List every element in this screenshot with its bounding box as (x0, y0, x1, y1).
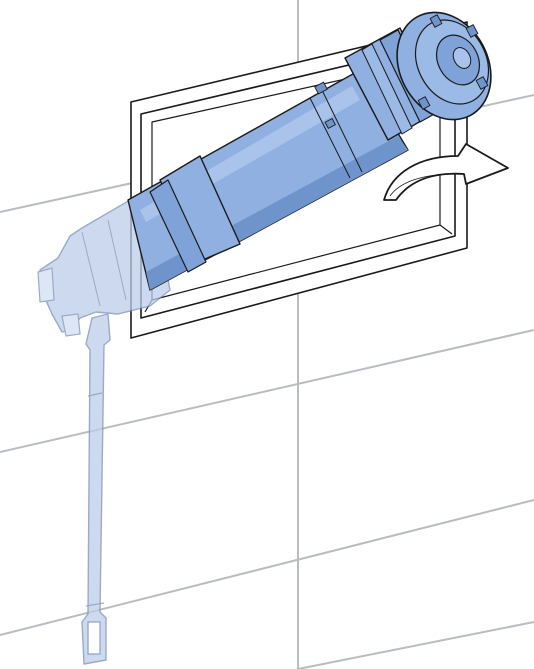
cartridge-ghost-ridge (107, 219, 127, 301)
tile-grout-line (0, 329, 534, 453)
rotation-arrow-shadow (389, 173, 447, 197)
tile-grout-line (0, 499, 534, 636)
filter-cartridge (127, 11, 492, 291)
cartridge-head-ring (361, 43, 413, 135)
pull-strap-band (85, 602, 105, 607)
cartridge-ghost-tab (61, 313, 81, 337)
cartridge-lug (324, 118, 336, 129)
cartridge-seam (309, 97, 351, 179)
cartridge-ghost-ridge (81, 231, 101, 307)
pull-strap (81, 313, 111, 665)
pull-strap-loop (87, 621, 101, 655)
cartridge-collar-rim (149, 179, 207, 273)
cap-notch (475, 76, 489, 90)
pull-strap-band (87, 392, 103, 397)
cartridge-cap-notches (417, 14, 489, 110)
cartridge-lug (314, 81, 328, 95)
cartridge-end-cap-hub (452, 47, 472, 69)
cartridge-ghost-tab (37, 267, 55, 303)
tile-grout-line (297, 621, 534, 669)
cap-notch (465, 24, 479, 38)
cap-notch (417, 96, 431, 110)
housing-recess-edge (439, 224, 453, 235)
cartridge-seam (321, 89, 363, 173)
curved-arrow-icon (383, 143, 509, 201)
cap-notch (429, 14, 443, 28)
rotation-arrow (383, 143, 509, 201)
